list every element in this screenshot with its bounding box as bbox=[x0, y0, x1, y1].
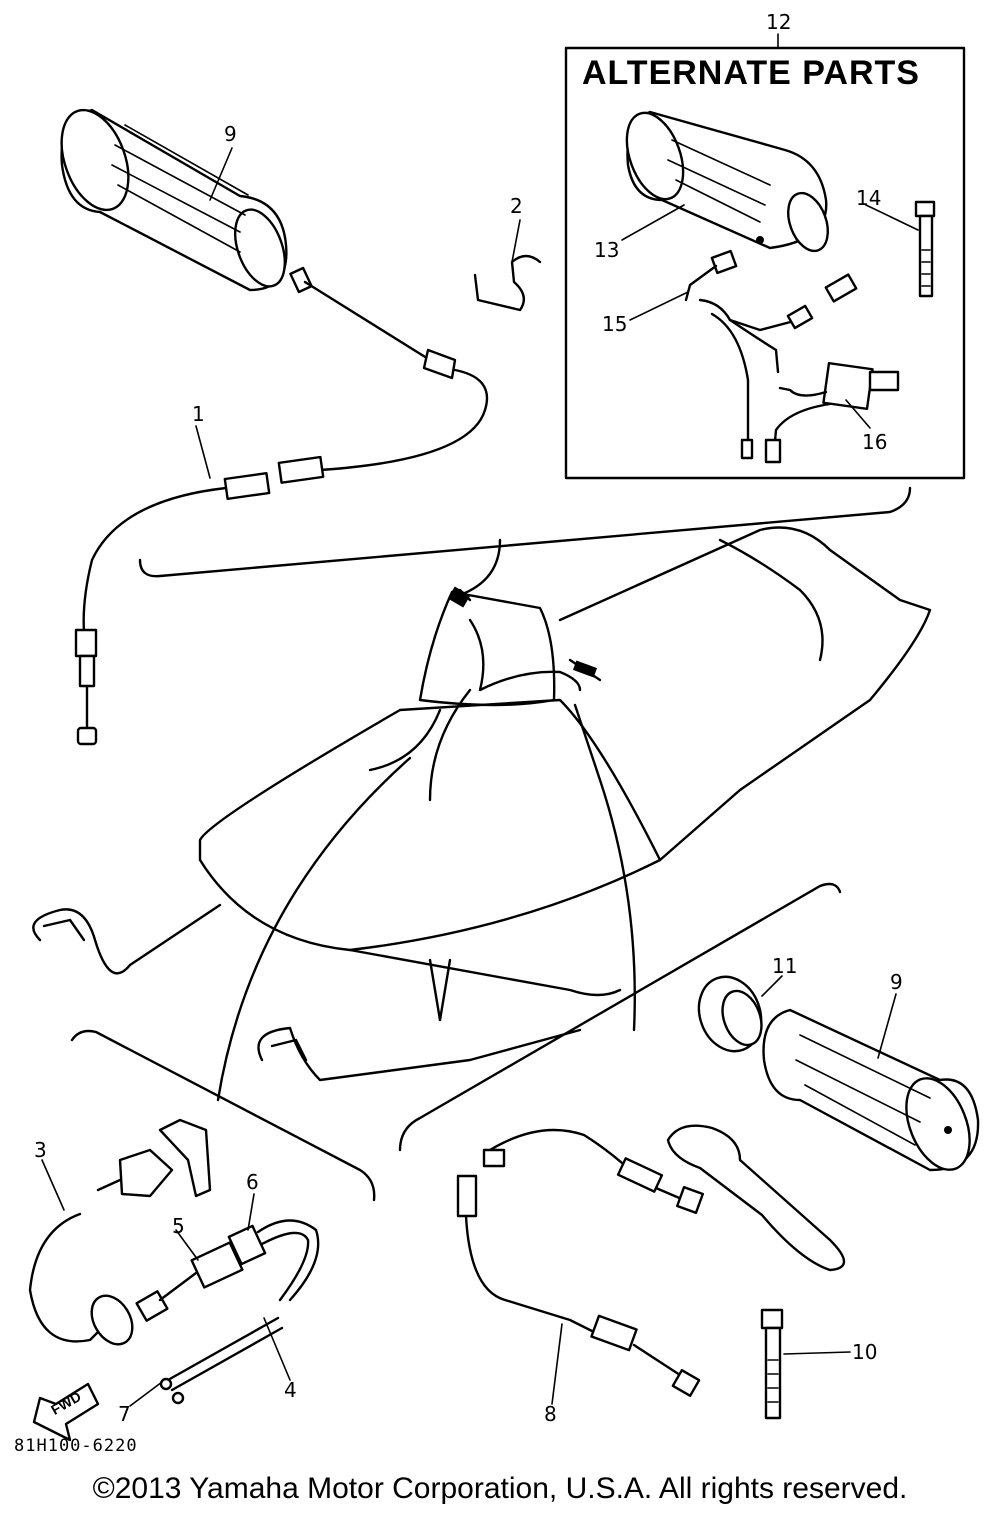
callout-2: 2 bbox=[510, 194, 523, 218]
brake-lever-drawing bbox=[666, 1124, 846, 1272]
grip-ring-drawing bbox=[697, 975, 763, 1053]
throttle-cable-drawing bbox=[74, 266, 489, 746]
switch-drawing bbox=[764, 361, 900, 464]
copyright-notice: ©2013 Yamaha Motor Corporation, U.S.A. A… bbox=[92, 1472, 908, 1505]
callout-3: 3 bbox=[34, 1138, 47, 1162]
upper-bracket-line bbox=[138, 486, 912, 578]
callout-9-upper: 9 bbox=[224, 122, 237, 146]
callout-9-lower: 9 bbox=[890, 970, 903, 994]
callout-13: 13 bbox=[594, 238, 620, 262]
callout-12: 12 bbox=[766, 10, 792, 34]
handle-grip-lower-drawing bbox=[762, 1008, 980, 1172]
snowmobile-drawing bbox=[32, 526, 932, 1082]
wiring-harness-drawing bbox=[684, 249, 858, 460]
clip-drawing bbox=[473, 254, 542, 312]
callout-8: 8 bbox=[544, 1402, 557, 1426]
alternate-grip-drawing bbox=[625, 110, 829, 253]
alternate-parts-box bbox=[564, 46, 966, 480]
callout-leaders bbox=[41, 147, 919, 1407]
brake-cable-drawing bbox=[456, 1128, 705, 1397]
arrow-right-long bbox=[573, 703, 636, 1032]
arrow-upper bbox=[458, 538, 502, 597]
callout-1: 1 bbox=[192, 402, 205, 426]
callout-11: 11 bbox=[772, 954, 798, 978]
fwd-arrow-icon bbox=[32, 1382, 100, 1442]
choke-assembly-drawing bbox=[28, 1118, 320, 1405]
alternate-parts-title: ALTERNATE PARTS bbox=[582, 54, 920, 92]
handle-grip-upper-drawing bbox=[60, 108, 288, 292]
callout-16: 16 bbox=[862, 430, 888, 454]
callout-10: 10 bbox=[852, 1340, 878, 1364]
lower-left-bracket-line bbox=[70, 1029, 376, 1202]
drawing-code: 81H100-6220 bbox=[14, 1436, 138, 1456]
callout-6: 6 bbox=[246, 1170, 259, 1194]
callout-15: 15 bbox=[602, 312, 628, 336]
callout-14: 14 bbox=[856, 186, 882, 210]
callout-4: 4 bbox=[284, 1378, 297, 1402]
callout-5: 5 bbox=[172, 1214, 185, 1238]
lower-right-bracket-line bbox=[398, 882, 842, 1152]
arrow-left-long bbox=[216, 756, 412, 1102]
band-strap-alt-drawing bbox=[914, 200, 936, 298]
band-strap-drawing bbox=[760, 1308, 784, 1420]
callout-7: 7 bbox=[118, 1402, 131, 1426]
